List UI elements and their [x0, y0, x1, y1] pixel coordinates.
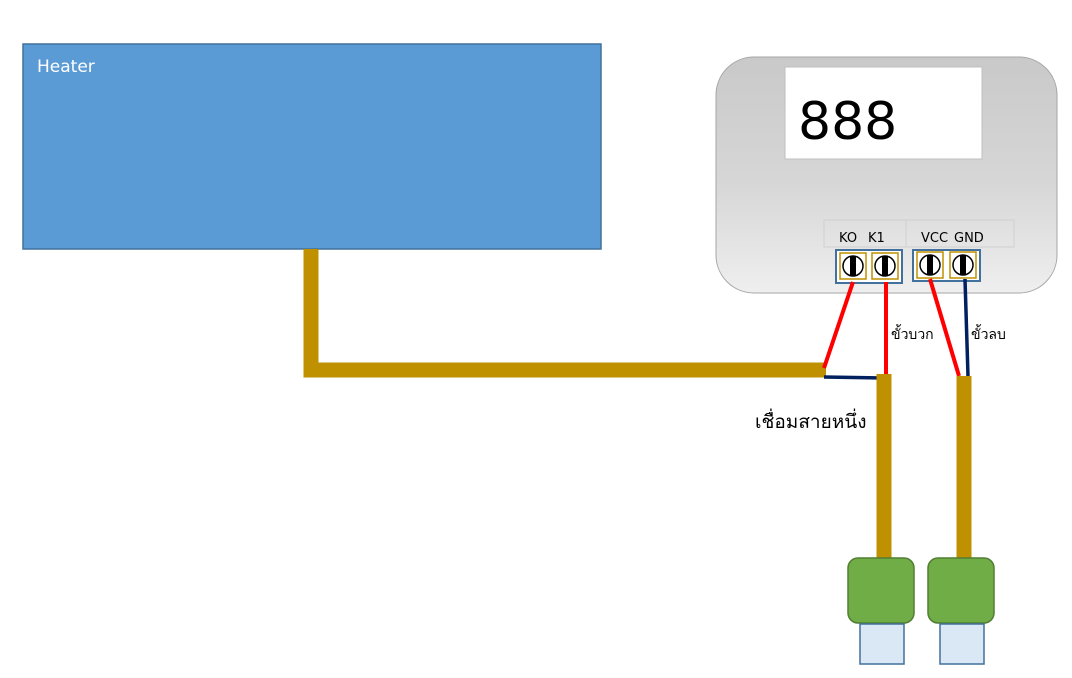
heater-label: Heater	[37, 57, 95, 77]
terminal-label-vcc: VCC	[921, 231, 948, 246]
screw-terminal-ko	[839, 252, 867, 280]
terminal-label-gnd: GND	[954, 231, 984, 246]
heater-cable	[303, 249, 826, 378]
controller-display	[784, 66, 983, 160]
label-join: เชื่อมสายหนึ่ง	[755, 408, 867, 433]
wire-join-navy	[823, 375, 885, 380]
screw-terminal-gnd	[949, 251, 977, 279]
plug-right	[927, 557, 995, 665]
terminal-label-strip	[823, 219, 1015, 248]
wire-gnd-navy	[963, 278, 970, 377]
heater-block	[22, 43, 602, 250]
label-positive: ขั้วบวก	[891, 324, 934, 343]
terminal-label-k1: K1	[868, 231, 885, 246]
label-negative: ขั้วลบ	[971, 324, 1006, 343]
wire-vcc-red	[928, 278, 961, 377]
screw-terminal-vcc	[916, 251, 944, 279]
plug-left	[847, 557, 915, 665]
terminal-label-ko: KO	[839, 231, 857, 246]
wire-ko-red	[822, 281, 855, 369]
screw-terminal-k1	[871, 252, 899, 280]
display-readout: 888	[798, 92, 897, 152]
